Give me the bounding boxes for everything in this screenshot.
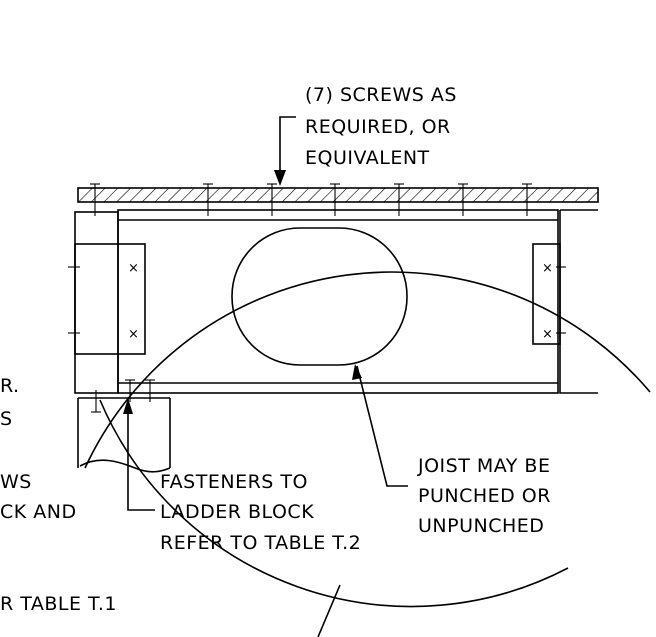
- screws-label-line-1: (7) SCREWS AS: [305, 84, 457, 106]
- punch-out-hole: [231, 227, 408, 366]
- fasteners-label-line-1: FASTENERS TO: [160, 471, 308, 493]
- left-partial-line-4: CK AND: [0, 501, 77, 523]
- left-partial-line-2: S: [0, 408, 13, 430]
- left-partial-line-3: WS: [0, 471, 32, 493]
- fasteners-arrowhead: [123, 398, 133, 414]
- bottom-partial-label: R TABLE T.1: [0, 593, 117, 615]
- svg-text:×: ×: [542, 261, 553, 276]
- svg-text:×: ×: [128, 261, 139, 276]
- screws-label-line-3: EQUIVALENT: [305, 147, 430, 169]
- joist-label-line-1: JOIST MAY BE: [417, 455, 550, 477]
- section-leader: [317, 584, 341, 637]
- joist-label-line-3: UNPUNCHED: [418, 515, 544, 537]
- fasteners-label-line-3: REFER TO TABLE T.2: [160, 532, 361, 554]
- left-partial-line-1: R.: [0, 375, 20, 397]
- left-ladder-block: × ×: [68, 211, 146, 394]
- sheathing-hatch: [77, 187, 599, 203]
- lower-block: [77, 397, 171, 473]
- screws-arrowhead: [274, 170, 286, 186]
- joist-arrowhead: [352, 364, 362, 380]
- fasteners-leader: [127, 398, 155, 511]
- svg-text:×: ×: [542, 327, 553, 342]
- bottom-fasteners: [91, 379, 155, 413]
- svg-text:×: ×: [128, 327, 139, 342]
- fasteners-label-line-2: LADDER BLOCK: [160, 501, 314, 523]
- screws-leader: [279, 116, 296, 182]
- joist-label-line-2: PUNCHED OR: [418, 485, 551, 507]
- right-ladder-block: × ×: [532, 209, 598, 394]
- joist-leader: [356, 365, 408, 487]
- screws-label-line-2: REQUIRED, OR: [305, 116, 451, 138]
